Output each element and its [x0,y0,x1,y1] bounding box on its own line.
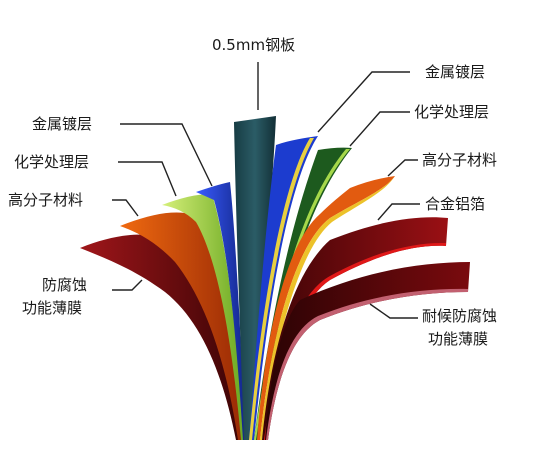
label-right-polymer: 高分子材料 [422,151,497,169]
leader-l3 [112,199,139,217]
label-right-aluminium-foil: 合金铝箔 [425,195,485,213]
leader-r3 [387,159,418,177]
leader-l1 [120,123,213,187]
left-chemical-layer [162,194,244,440]
right-metal-coating-layer [249,136,318,440]
leader-r4 [377,203,420,221]
label-left-polymer: 高分子材料 [8,191,83,209]
leader-l4 [112,279,143,291]
left-metal-coating-layer [196,182,246,440]
right-chemical-layer [254,147,352,440]
left-fan [80,182,246,440]
label-right-metal-coating: 金属镀层 [425,63,485,81]
label-steel-sheet: 0.5mm钢板 [212,36,295,54]
labels: 0.5mm钢板 金属镀层 化学处理层 高分子材料 合金铝箔 耐候防腐蚀 功能薄膜… [8,36,497,348]
label-right-chemical-layer: 化学处理层 [414,103,489,121]
label-left-chemical-layer: 化学处理层 [14,153,89,171]
right-aluminium-layer [262,217,448,440]
label-left-metal-coating: 金属镀层 [32,115,92,133]
label-left-anticorrosion: 防腐蚀 [42,276,87,294]
left-polymer-layer [120,212,243,440]
leader-r2 [349,111,410,147]
leader-l2 [118,161,177,197]
label-right-weather-resistant: 耐候防腐蚀 [422,307,497,325]
leader-lines [112,62,420,319]
steel-sheet [234,116,276,440]
label-left-functional-film: 功能薄膜 [22,299,82,317]
right-fan [249,136,470,440]
right-film-layer [265,262,470,440]
label-right-functional-film: 功能薄膜 [428,330,488,348]
right-polymer-edge [260,176,395,440]
leader-r5 [369,303,418,319]
leader-r1 [317,71,410,133]
